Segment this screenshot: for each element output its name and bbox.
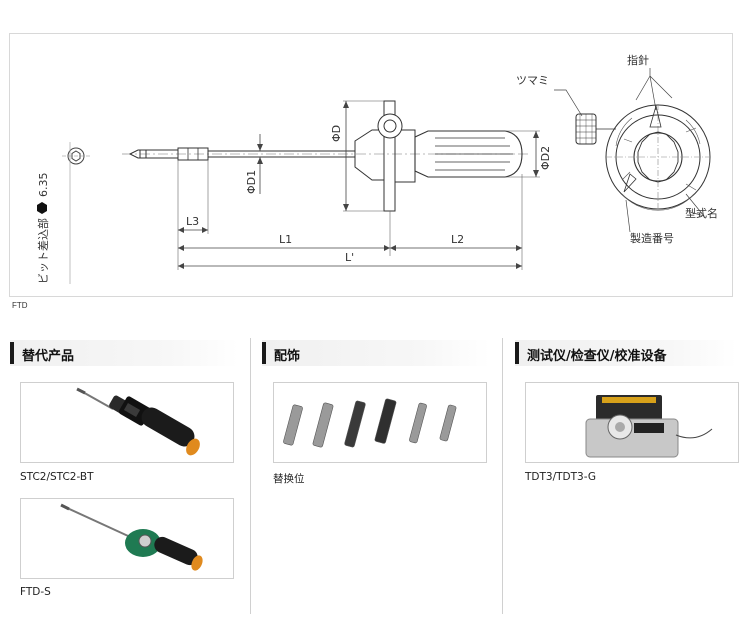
torque-driver-drawing: 6.35 ビット差込部 <box>36 53 718 284</box>
l3-label: L3 <box>186 215 199 228</box>
phi-d-label: ΦD <box>330 125 343 142</box>
l-prime-label: L' <box>345 251 354 264</box>
replacement-bits-image <box>283 398 457 448</box>
knob-label: ツマミ <box>516 74 549 87</box>
driver-bit <box>128 147 209 161</box>
phi-d-dimension <box>343 100 384 212</box>
bit-socket-side-view <box>62 142 90 284</box>
column-divider <box>502 338 503 614</box>
l1-label: L1 <box>279 233 292 246</box>
hex-symbol-icon <box>37 202 47 214</box>
product-label[interactable]: TDT3/TDT3-G <box>525 471 597 483</box>
dial-front-view <box>605 104 711 211</box>
phi-d1-dimension <box>257 134 263 194</box>
l2-dimension <box>390 245 522 251</box>
product-card-tdt3[interactable] <box>525 382 739 463</box>
section-header-accessories: 配饰 <box>262 340 490 366</box>
product-label[interactable]: 替换位 <box>273 473 305 485</box>
bit-socket-label: ビット差込部 <box>36 218 50 284</box>
product-label[interactable]: STC2/STC2-BT <box>20 471 94 483</box>
section-title: 配饰 <box>274 349 301 364</box>
phi-d2-label: ΦD2 <box>539 146 552 170</box>
section-header-alternatives: 替代产品 <box>10 340 238 366</box>
column-divider <box>250 338 251 614</box>
pointer-label: 指針 <box>627 53 649 67</box>
product-card-replacement-bits[interactable] <box>273 382 487 463</box>
dial-head <box>354 100 416 212</box>
l1-dimension <box>178 245 390 251</box>
l2-label: L2 <box>451 233 464 246</box>
technical-drawing-panel: 6.35 ビット差込部 <box>9 33 733 297</box>
l-prime-dimension <box>178 263 522 269</box>
section-header-testers: 测试仪/检查仪/校准设备 <box>515 340 737 366</box>
knurled-knob <box>575 113 616 145</box>
model-code: FTD <box>12 301 28 310</box>
product-card-stc2[interactable] <box>20 382 234 463</box>
tdt3-product-image <box>585 395 713 458</box>
phi-d2-dimension <box>505 130 540 178</box>
model-name-label: 型式名 <box>685 206 718 220</box>
product-card-ftd-s[interactable] <box>20 498 234 579</box>
hex-size-label: 6.35 <box>37 173 50 198</box>
phi-d1-label: ΦD1 <box>245 170 258 194</box>
section-title: 测试仪/检查仪/校准设备 <box>527 349 667 364</box>
driver-shaft <box>208 150 355 158</box>
l3-dimension <box>178 227 208 233</box>
ftd-s-product-image <box>60 503 203 571</box>
serial-number-label: 製造番号 <box>630 231 674 245</box>
product-label[interactable]: FTD-S <box>20 586 51 598</box>
section-title: 替代产品 <box>22 349 75 364</box>
stc2-product-image <box>76 387 200 456</box>
